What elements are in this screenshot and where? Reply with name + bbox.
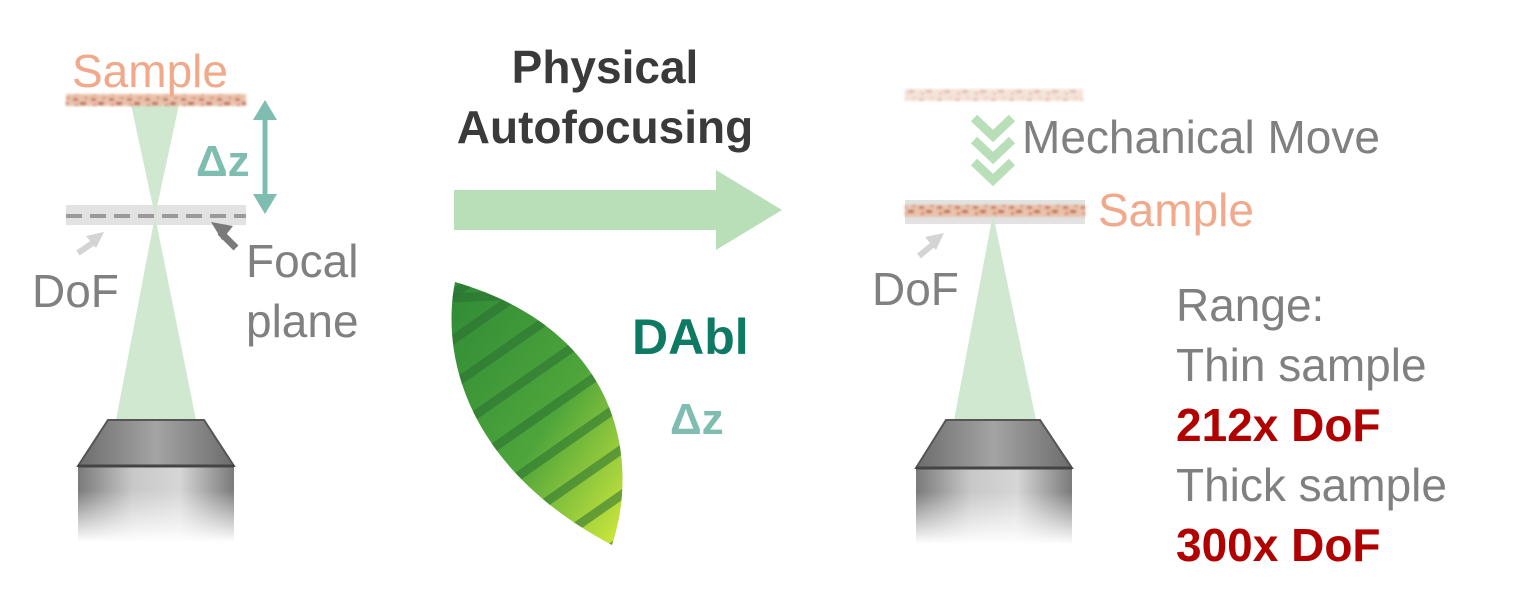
right-sample-strip (905, 205, 1085, 217)
range-label: Range: (1176, 279, 1325, 331)
right-dof-label: DoF (872, 263, 959, 315)
left-dof-pointer-arrow (76, 232, 104, 256)
right-objective-lens (914, 419, 1074, 544)
thin-sample-value: 212x DoF (1176, 399, 1381, 451)
left-delta-z-arrow (253, 100, 277, 214)
dabl-label: DAbl (632, 309, 749, 365)
center-delta-z-label: Δz (670, 395, 724, 444)
right-dof-pointer-arrow (917, 233, 944, 259)
left-setup (66, 94, 277, 542)
left-light-beam-lower (116, 216, 196, 420)
focal-plane-label-line1: Focal (246, 235, 359, 287)
left-delta-z-label: Δz (196, 137, 250, 186)
focal-plane-label-line2: plane (246, 295, 359, 347)
left-sample-label: Sample (72, 45, 228, 97)
mechanical-move-chevrons (970, 114, 1016, 187)
thick-sample-value: 300x DoF (1176, 519, 1381, 571)
left-light-beam (130, 100, 180, 216)
right-light-beam (954, 214, 1036, 420)
title-line2: Autofocusing (456, 101, 754, 153)
right-original-sample-strip (905, 89, 1083, 101)
center-arrow (454, 170, 782, 250)
right-setup (905, 89, 1085, 544)
left-sample-strip (66, 94, 246, 106)
left-dof-label: DoF (32, 265, 119, 317)
title-line1: Physical (511, 41, 699, 93)
mechanical-move-label: Mechanical Move (1022, 111, 1380, 163)
left-focal-pointer-arrow (211, 222, 239, 251)
left-dof-band (66, 205, 246, 225)
thin-sample-label: Thin sample (1176, 339, 1427, 391)
left-objective-lens (76, 419, 236, 542)
right-sample-label: Sample (1098, 184, 1254, 236)
thick-sample-label: Thick sample (1176, 459, 1447, 511)
